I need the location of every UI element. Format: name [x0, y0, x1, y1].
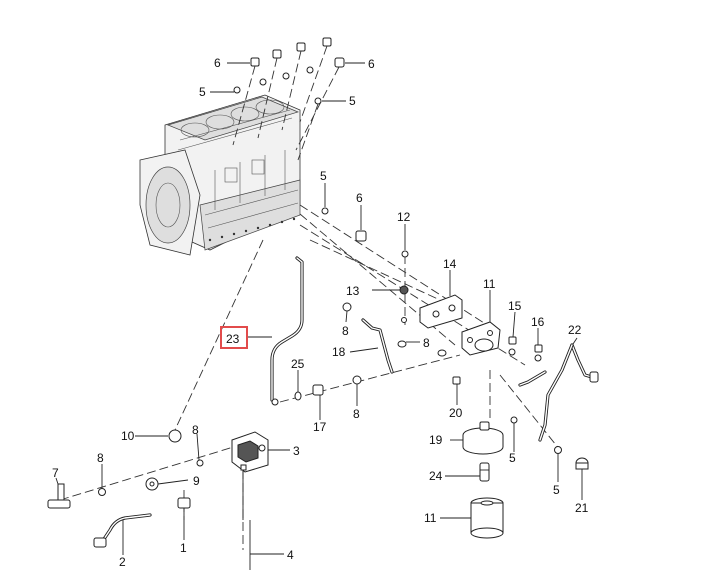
callout-20: 20 [449, 406, 463, 420]
callout-5: 5 [553, 483, 560, 497]
callout-18: 18 [332, 345, 346, 359]
callout-25: 25 [291, 357, 305, 371]
engine-block [139, 94, 301, 256]
callout-8: 8 [342, 324, 349, 338]
seal-5-right [554, 446, 562, 454]
oil-pipe-22 [518, 343, 599, 442]
callout-11: 11 [483, 277, 496, 291]
callout-8: 8 [192, 423, 199, 437]
suction-pipe-2 [93, 513, 152, 548]
part-12-seal [401, 317, 407, 323]
callout-11: 11 [424, 511, 437, 525]
callout-10: 10 [121, 429, 135, 443]
callout-8: 8 [353, 407, 360, 421]
callout-15: 15 [508, 299, 522, 313]
part-10 [168, 429, 182, 443]
seal-5-cooler [510, 416, 518, 424]
fitting-1 [177, 497, 191, 509]
callout-4: 4 [287, 548, 294, 562]
part-12-washer [401, 250, 409, 258]
callout-1: 1 [180, 541, 187, 555]
highlight-box-23 [220, 326, 248, 349]
oil-line-23 [270, 256, 304, 406]
callout-labels: 6 6 5 5 5 6 12 14 13 11 15 16 22 8 8 18 … [52, 56, 589, 569]
callout-7: 7 [52, 466, 59, 480]
callout-2: 2 [119, 555, 126, 569]
fittings-15-16 [508, 336, 543, 362]
callout-22: 22 [568, 323, 582, 337]
bolts-4 [240, 464, 251, 570]
callout-19: 19 [429, 433, 443, 447]
callout-8: 8 [97, 451, 104, 465]
callout-14: 14 [443, 257, 457, 271]
elbow-9 [145, 477, 159, 491]
filter-head-11 [461, 321, 501, 356]
seal-8-left [98, 488, 106, 496]
callout-16: 16 [531, 315, 545, 329]
callout-5: 5 [349, 94, 356, 108]
callout-3: 3 [293, 444, 300, 458]
pump-3 [231, 431, 269, 473]
callout-6: 6 [368, 57, 375, 71]
callout-9: 9 [193, 474, 200, 488]
fittings-25-17-20 [294, 376, 461, 401]
callout-17: 17 [313, 420, 327, 434]
callout-13: 13 [346, 284, 360, 298]
callout-5: 5 [320, 169, 327, 183]
callout-6: 6 [214, 56, 221, 70]
oil-filter-11 [470, 497, 504, 539]
seal-8-pump [196, 459, 204, 467]
part-13-fitting [399, 285, 409, 295]
fitting-7 [47, 483, 71, 509]
callout-24: 24 [429, 469, 443, 483]
cylinder-head-bolts [232, 37, 367, 242]
plug-21 [575, 457, 589, 470]
callout-8: 8 [423, 336, 430, 350]
oil-cooler-19 [462, 421, 504, 455]
mounting-bracket-14 [419, 294, 463, 329]
fitting-24 [479, 462, 490, 482]
callout-21: 21 [575, 501, 589, 515]
callout-23: 23 [226, 332, 240, 346]
leader-lines [55, 62, 583, 555]
callout-12: 12 [397, 210, 411, 224]
callout-5: 5 [509, 451, 516, 465]
callout-5: 5 [199, 85, 206, 99]
callout-6: 6 [356, 191, 363, 205]
